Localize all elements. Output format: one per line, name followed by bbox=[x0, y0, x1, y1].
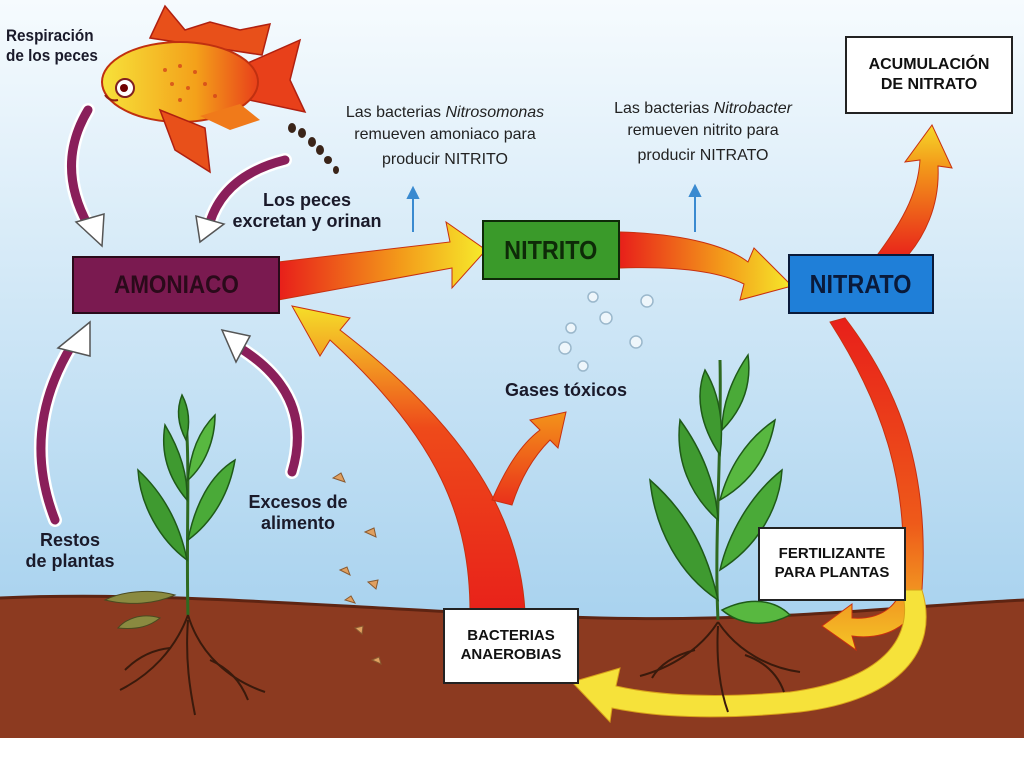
amoniaco-node: AMONIACO bbox=[72, 256, 280, 314]
fertilizante-line1: FERTILIZANTE bbox=[778, 545, 886, 563]
restos-plantas-label: Restos de plantas bbox=[10, 530, 130, 571]
gases-toxicos-label: Gases tóxicos bbox=[505, 380, 627, 401]
gases-toxicos-text: Gases tóxicos bbox=[505, 380, 628, 400]
arrow-bacterias-to-amoniaco bbox=[291, 305, 526, 613]
arrow-respiracion-to-amoniaco bbox=[64, 103, 105, 248]
excesos-line1: Excesos de bbox=[248, 492, 348, 512]
respiracion-line2: de los peces bbox=[6, 45, 98, 65]
nitrobacter-pre: Las bacterias bbox=[614, 100, 714, 117]
excrement-dots bbox=[288, 123, 339, 174]
arrow-excesos-to-amoniaco bbox=[220, 328, 305, 479]
food-flake-icon bbox=[331, 472, 382, 665]
nitrosomonas-pre: Las bacterias bbox=[345, 104, 446, 121]
bacterias-line2: ANAEROBIAS bbox=[460, 646, 562, 663]
nitrobacter-line2: remueven nitrito para bbox=[627, 122, 779, 140]
fertilizante-line2: PARA PLANTAS bbox=[774, 564, 890, 581]
respiracion-label: Respiración de los peces bbox=[6, 26, 108, 65]
bacterias-line1: BACTERIAS bbox=[467, 627, 555, 645]
arrow-to-bacterias-anaerobias bbox=[571, 589, 927, 724]
nitrosomonas-line3: producir NITRITO bbox=[382, 150, 508, 168]
arrow-excretan-to-amoniaco bbox=[195, 153, 292, 244]
arrow-nitrato-to-acumulacion bbox=[874, 124, 953, 263]
peces-excretan-label: Los peces excretan y orinan bbox=[222, 190, 392, 231]
arrow-restos-to-amoniaco bbox=[33, 320, 91, 527]
bubble-icon bbox=[558, 291, 654, 372]
peces-excretan-line1: Los peces bbox=[262, 190, 352, 210]
plant-icon bbox=[103, 393, 266, 716]
arrow-nitrito-to-nitrato bbox=[619, 231, 793, 301]
amoniaco-label: AMONIACO bbox=[113, 270, 239, 299]
restos-line1: Restos bbox=[39, 530, 101, 550]
bacterias-anaerobias-box: BACTERIAS ANAEROBIAS bbox=[443, 608, 579, 684]
nitrito-label: NITRITO bbox=[504, 234, 598, 265]
nitrato-label: NITRATO bbox=[810, 268, 912, 299]
restos-line2: de plantas bbox=[25, 550, 115, 571]
nitrato-node: NITRATO bbox=[788, 254, 934, 314]
acumulacion-line2: DE NITRATO bbox=[880, 76, 978, 93]
nitrobacter-line3: producir NITRATO bbox=[637, 146, 769, 164]
nitrosomonas-italic: Nitrosomonas bbox=[445, 104, 545, 121]
nitrito-node: NITRITO bbox=[482, 220, 620, 280]
fish-icon bbox=[101, 4, 307, 174]
arrow-amoniaco-to-nitrito bbox=[277, 220, 487, 301]
fertilizante-para-plantas-box: FERTILIZANTE PARA PLANTAS bbox=[758, 527, 906, 601]
acumulacion-de-nitrato-box: ACUMULACIÓN DE NITRATO bbox=[845, 36, 1013, 114]
plant-icon bbox=[639, 352, 801, 713]
nitrosomonas-line2: remueven amoniaco para bbox=[354, 126, 536, 144]
nitrobacter-italic: Nitrobacter bbox=[713, 100, 792, 117]
blue-indicator-arrows bbox=[406, 183, 702, 232]
excesos-alimento-label: Excesos de alimento bbox=[236, 492, 360, 533]
nitrosomonas-label: Las bacterias Nitrosomonas remueven amon… bbox=[315, 104, 575, 169]
acumulacion-line1: ACUMULACIÓN bbox=[868, 56, 990, 73]
arrow-to-gases-toxicos bbox=[491, 411, 567, 506]
nitrobacter-label: Las bacterias Nitrobacter remueven nitri… bbox=[578, 100, 828, 165]
arrow-nitrato-to-fertilizante bbox=[821, 317, 924, 652]
respiracion-line1: Respiración bbox=[6, 26, 94, 45]
excesos-line2: alimento bbox=[260, 512, 335, 533]
peces-excretan-line2: excretan y orinan bbox=[232, 210, 382, 231]
